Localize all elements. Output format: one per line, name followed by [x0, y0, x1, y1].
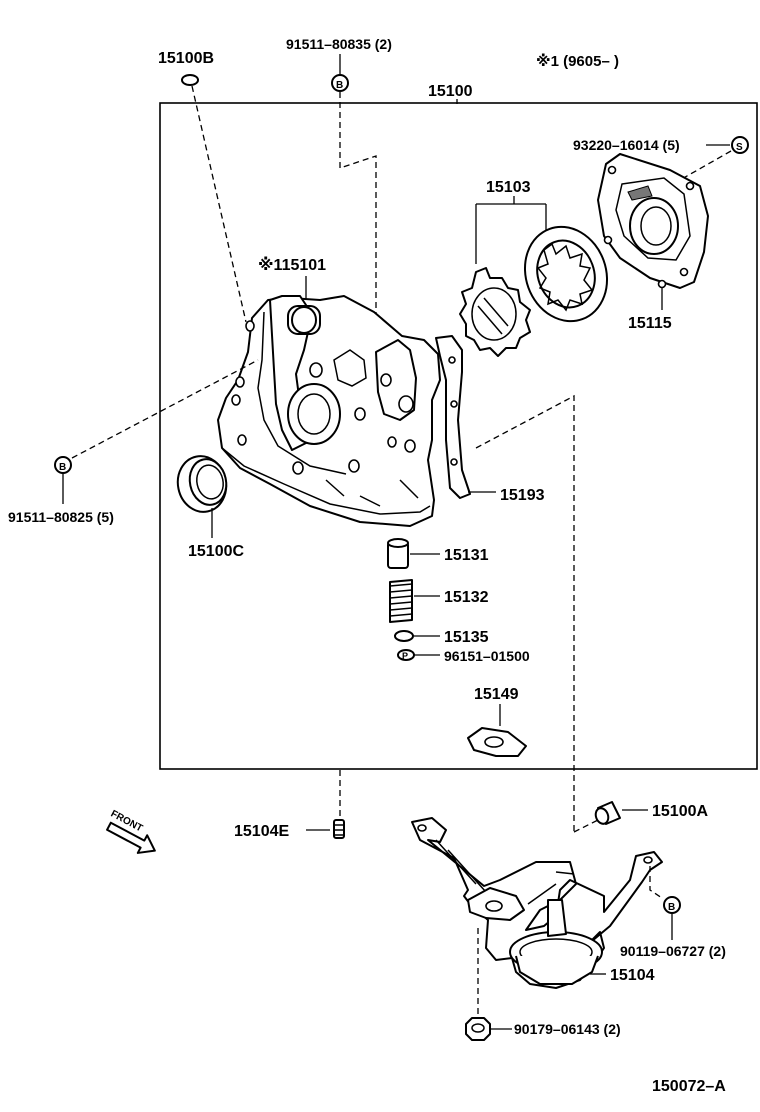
svg-text:B: B: [668, 902, 675, 913]
label-15100B: 15100B: [158, 50, 214, 67]
bolt-b-icon: B: [331, 74, 349, 92]
oil-seal-15100C: [176, 455, 228, 513]
pump-cover-15115: [597, 153, 709, 289]
oil-strainer-15104: [411, 817, 663, 989]
label-91511-80825: 91511–80825 (5): [8, 509, 114, 525]
label-15101: ※115101: [258, 256, 326, 274]
label-15100C: 15100C: [188, 543, 244, 560]
label-93220-16014: 93220–16014 (5): [573, 137, 680, 153]
grommet-15100A: [594, 801, 621, 825]
svg-text:B: B: [336, 80, 343, 91]
label-15103: 15103: [486, 179, 531, 196]
gasket-15193: [435, 335, 471, 499]
svg-text:B: B: [59, 462, 66, 473]
label-15104E: 15104E: [234, 823, 289, 840]
figure-code: 150072–A: [652, 1078, 726, 1095]
strainer-gasket-15149: [467, 727, 527, 757]
label-15135: 15135: [444, 629, 489, 646]
label-15132: 15132: [444, 589, 489, 606]
bolt-b-icon: B: [663, 896, 681, 914]
snap-ring-p-icon: P: [397, 649, 415, 661]
label-15131: 15131: [444, 547, 489, 564]
nut-90179-06143: [465, 1017, 491, 1041]
note-1-applicability: ※1 (9605– ): [536, 52, 619, 70]
label-96151-01500: 96151–01500: [444, 648, 530, 664]
label-90179-06143: 90179–06143 (2): [514, 1021, 621, 1037]
label-90119-06727: 90119–06727 (2): [620, 943, 726, 959]
outer-rotor-ring: [523, 225, 609, 323]
stud-15104E: [333, 819, 345, 839]
front-direction-arrow: FRONT: [106, 808, 156, 854]
label-15100: 15100: [428, 83, 473, 100]
svg-text:P: P: [402, 651, 408, 661]
pump-body-15101: [217, 295, 441, 527]
label-15115: 15115: [628, 315, 672, 332]
svg-text:S: S: [736, 142, 743, 153]
label-15100A: 15100A: [652, 803, 708, 820]
assembly-boundary-box: [159, 102, 758, 770]
screw-s-icon: S: [731, 136, 749, 154]
inner-rotor-gear: [459, 267, 531, 357]
relief-valve-spring-15132: [389, 579, 413, 623]
o-ring-15100B: [181, 74, 199, 86]
label-15193: 15193: [500, 487, 545, 504]
label-15104: 15104: [610, 967, 655, 984]
relief-valve-plunger-15131: [387, 538, 409, 569]
label-15149: 15149: [474, 686, 519, 703]
spring-retainer-15135: [394, 630, 414, 642]
bolt-b-icon: B: [54, 456, 72, 474]
label-91511-80835: 91511–80835 (2): [286, 36, 392, 52]
